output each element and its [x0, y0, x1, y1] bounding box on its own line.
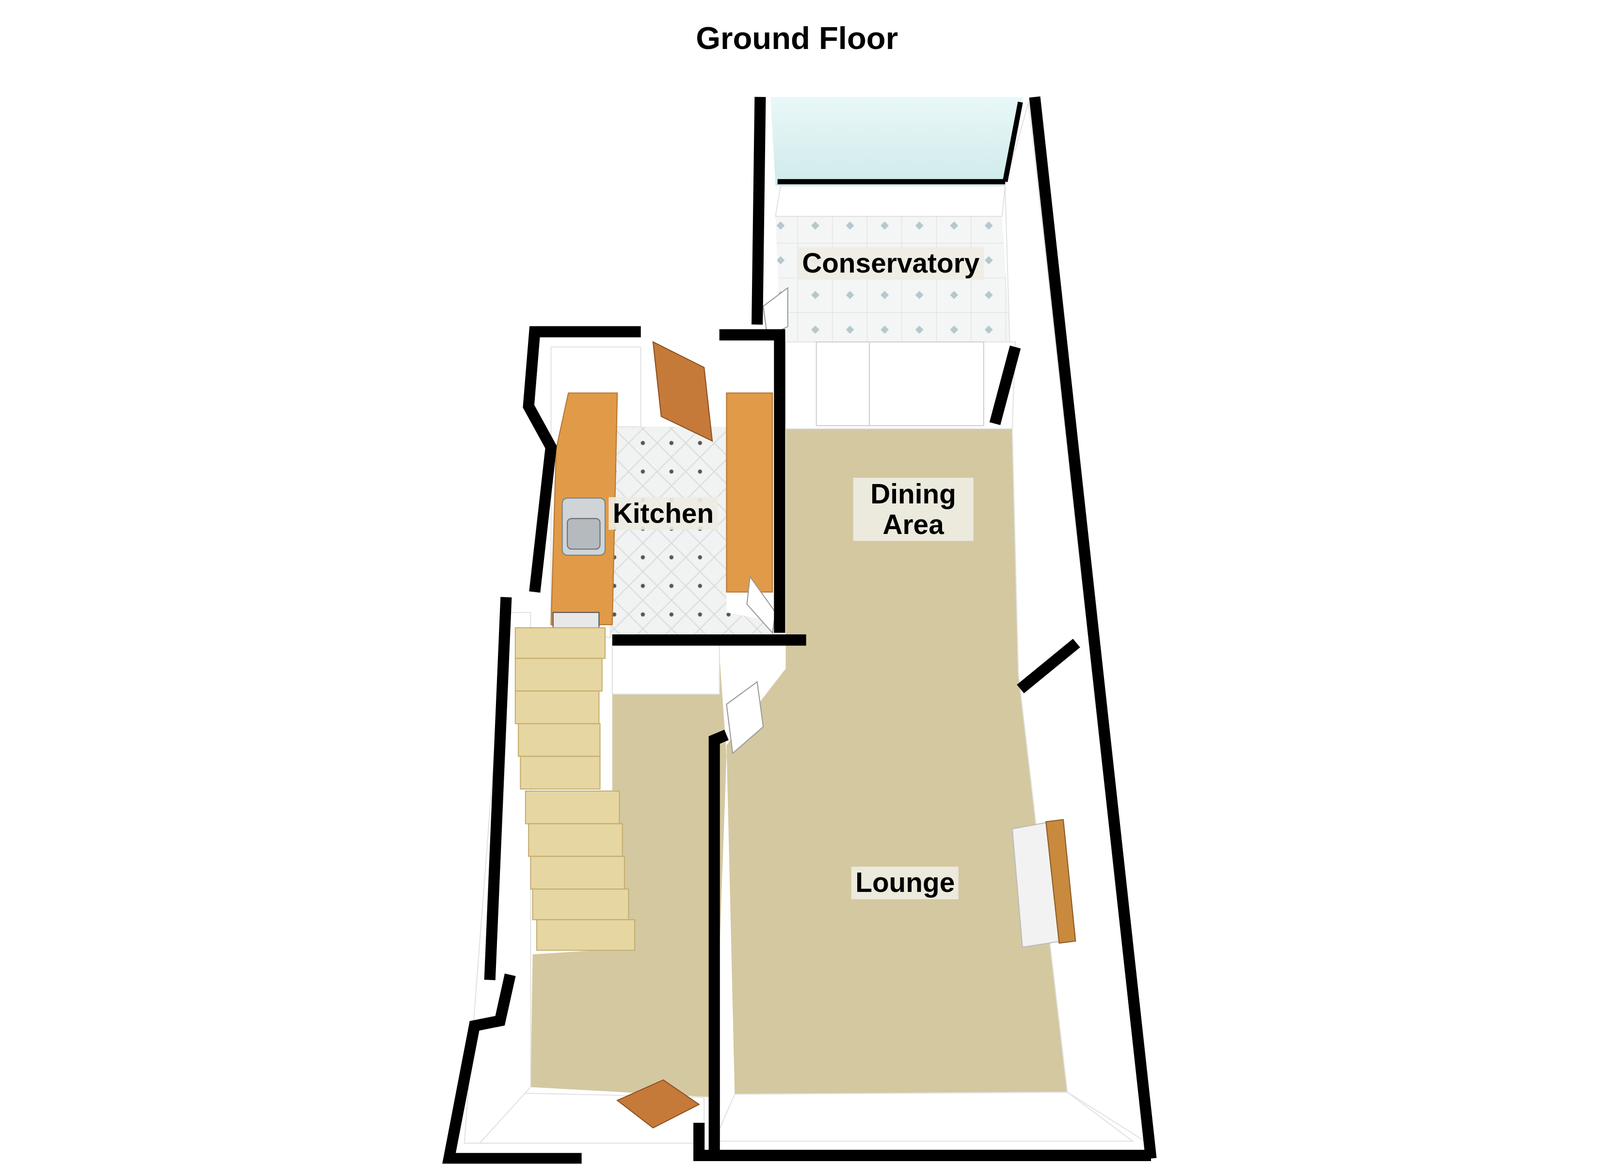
stair-step [532, 888, 629, 920]
wall-face [1005, 101, 1145, 1141]
wall [757, 96, 761, 325]
wall-face [714, 1091, 1133, 1141]
door [747, 576, 776, 633]
wall [612, 634, 807, 646]
room-label: Dining Area [852, 477, 974, 541]
wall-face [550, 347, 641, 639]
wall-face [785, 341, 1016, 429]
kitchen-counter [550, 392, 618, 625]
glass-roof [770, 96, 1024, 186]
sliding-door [869, 341, 984, 426]
room-label: Kitchen [608, 496, 718, 530]
wall [1005, 101, 1021, 182]
sink-symbol [567, 518, 600, 549]
plan-title: Ground Floor [691, 20, 903, 58]
door [653, 341, 713, 441]
stair-step [520, 756, 600, 789]
sliding-door [816, 341, 870, 426]
wall [994, 347, 1016, 424]
wall [714, 734, 727, 1155]
door [726, 681, 764, 753]
stair-step [515, 657, 603, 691]
wall [1034, 96, 1152, 1159]
stair-step [525, 790, 620, 824]
wall [699, 1122, 1152, 1155]
kitchen-counter [726, 392, 773, 592]
door [617, 1079, 699, 1128]
room-label: Conservatory [798, 246, 984, 280]
wall [719, 334, 780, 633]
walls [448, 96, 1152, 1159]
wall [528, 331, 641, 592]
wall [1020, 642, 1077, 689]
wall [489, 596, 507, 980]
wall-face [775, 185, 1006, 217]
stair-step [515, 690, 600, 724]
stair-step [536, 919, 635, 950]
sink-symbol [562, 497, 606, 556]
staircase [515, 627, 635, 950]
stair-step [528, 823, 623, 856]
conservatory-floor [775, 216, 1010, 342]
wall-face [612, 642, 720, 694]
stair-step [518, 723, 600, 756]
wall [777, 178, 1006, 185]
room-label: Lounge [851, 866, 960, 899]
stair-step [515, 627, 606, 658]
fireplace [1045, 819, 1076, 944]
stair-step [530, 856, 625, 889]
wall [448, 974, 582, 1159]
